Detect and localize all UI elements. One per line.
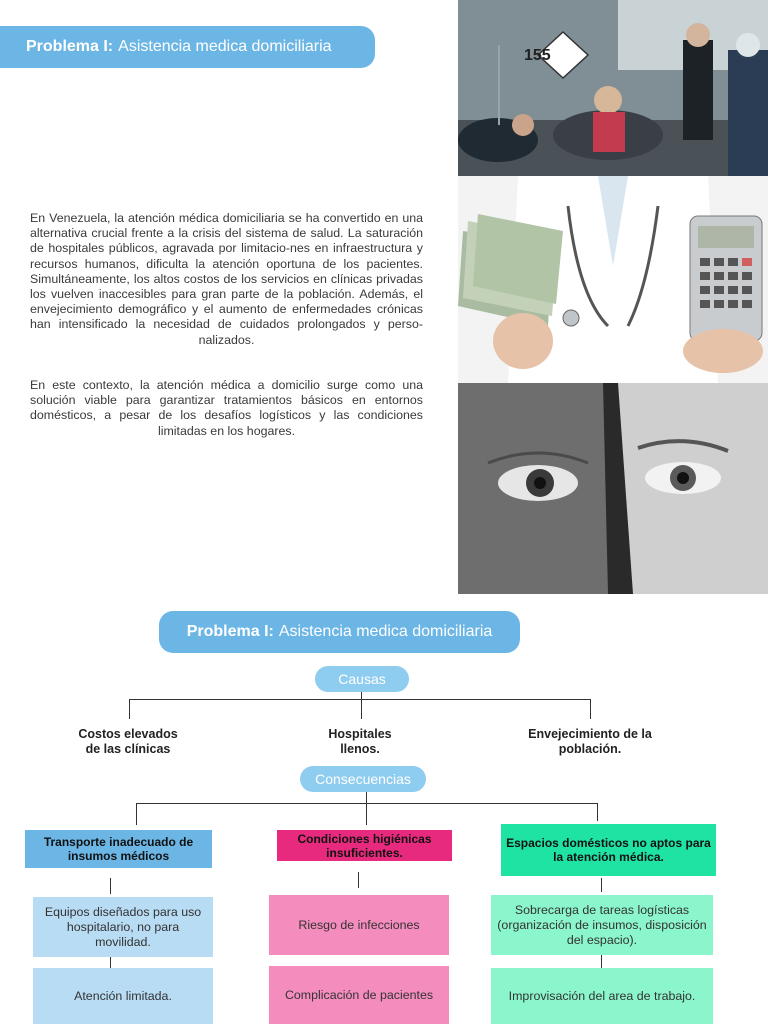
- money-bills-icon: [458, 214, 563, 326]
- cause-3-connector: [590, 699, 591, 719]
- intro-paragraph-1: En Venezuela, la atención médica domicil…: [30, 211, 423, 347]
- effect-hospital-equipment: Equipos diseñados para uso hospitalario,…: [33, 897, 213, 957]
- effect-3-connector: [601, 878, 602, 892]
- effect-1-connector: [110, 878, 111, 894]
- consequence-3-connector: [597, 803, 598, 821]
- page-title: Asistencia medica domiciliaria: [118, 38, 332, 55]
- diagram-title-banner: Problema I: Asistencia medica domiciliar…: [159, 611, 520, 653]
- cause-aging-population: Envejecimiento de la población.: [528, 727, 652, 756]
- diagram-title: Asistencia medica domiciliaria: [278, 623, 493, 640]
- consequence-1-connector: [136, 803, 137, 825]
- cause-full-hospitals: Hospitales llenos.: [328, 727, 392, 756]
- diagram-title-bold-prefix: Problema I:: [186, 623, 274, 640]
- consequence-domestic-spaces: Espacios domésticos no aptos para la ate…: [501, 824, 716, 876]
- effect-limited-care: Atención limitada.: [33, 968, 213, 1024]
- consequences-label: Consecuencias: [300, 766, 426, 792]
- hospital-crowd-illustration: [458, 0, 768, 176]
- effect-patient-complication: Complicación de pacientes: [269, 966, 449, 1024]
- effect-workspace-improvisation: Improvisación del area de trabajo.: [491, 968, 713, 1024]
- causes-label: Causas: [315, 666, 409, 692]
- consequence-2-connector: [366, 803, 367, 825]
- cause-clinic-costs: Costos elevados de las clínicas: [78, 727, 178, 756]
- title-bold-prefix: Problema I:: [26, 38, 114, 55]
- causes-connector-vertical: [361, 692, 362, 700]
- page-title-banner: Problema I: Asistencia medica domiciliar…: [0, 26, 375, 68]
- consequences-connector-vertical: [366, 792, 367, 804]
- intro-paragraph-2: En este contexto, la atención médica a d…: [30, 378, 423, 438]
- calculator-icon: [689, 215, 763, 342]
- elderly-eye-icon: [487, 451, 589, 501]
- cause-2-connector: [361, 699, 362, 719]
- elderly-young-eyes-photo: [458, 383, 768, 594]
- causes-connector-horizontal: [129, 699, 591, 700]
- hospital-crowd-photo: 155: [458, 0, 768, 176]
- effect-1b-connector: [110, 957, 111, 968]
- bed-number-label: 155: [524, 47, 551, 64]
- effect-logistics-overload: Sobrecarga de tareas logísticas (organiz…: [491, 895, 713, 955]
- effect-infection-risk: Riesgo de infecciones: [269, 895, 449, 955]
- young-eye-icon: [637, 439, 729, 494]
- doctor-money-calculator-photo: [458, 176, 768, 383]
- consequences-connector-horizontal: [136, 803, 598, 804]
- consequence-transport: Transporte inadecuado de insumos médicos: [25, 830, 212, 868]
- effect-3b-connector: [601, 955, 602, 968]
- bed-number-sign: [536, 30, 590, 80]
- consequence-hygiene: Condiciones higiénicas insuficientes.: [277, 830, 452, 861]
- effect-2-connector: [358, 872, 359, 888]
- cause-1-connector: [129, 699, 130, 719]
